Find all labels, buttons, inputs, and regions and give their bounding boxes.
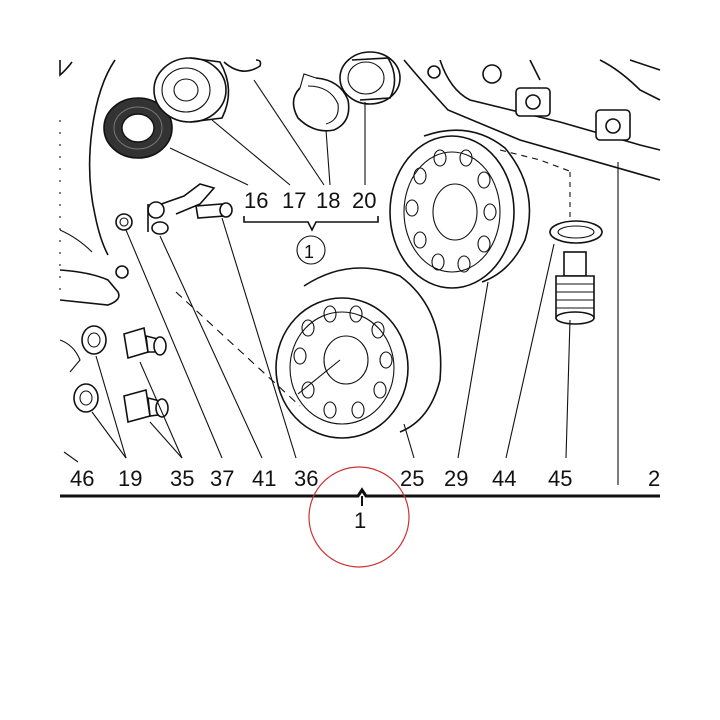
callout-2: 2 bbox=[648, 466, 660, 491]
callout-25: 25 bbox=[400, 466, 424, 491]
washer-19-lower bbox=[73, 383, 99, 413]
bracket-number: 1 bbox=[354, 508, 366, 533]
callout-45: 45 bbox=[548, 466, 572, 491]
callout-44: 44 bbox=[492, 466, 516, 491]
snap-ring bbox=[292, 73, 350, 132]
leaders-bottom bbox=[63, 217, 571, 463]
bearing-20 bbox=[339, 51, 401, 105]
bearing-small-top bbox=[153, 57, 230, 123]
drain-plug-45 bbox=[555, 172, 595, 325]
callout-17: 17 bbox=[282, 188, 306, 213]
washer-19-upper bbox=[81, 325, 107, 355]
callout-37: 37 bbox=[210, 466, 234, 491]
leaders-top bbox=[169, 79, 366, 186]
callout-29: 29 bbox=[444, 466, 468, 491]
callout-19: 19 bbox=[118, 466, 142, 491]
washer-44 bbox=[549, 220, 603, 244]
highlight-circle bbox=[308, 466, 410, 568]
housing-left bbox=[59, 59, 129, 373]
top-callout-group: 16 17 18 20 1 bbox=[243, 188, 379, 265]
bolt-36 bbox=[195, 202, 233, 219]
bottom-bracket: 1 bbox=[60, 487, 660, 533]
oil-seal bbox=[103, 97, 173, 159]
roller-bearing-29 bbox=[389, 129, 531, 289]
callout-20: 20 bbox=[352, 188, 376, 213]
small-ring-top bbox=[223, 59, 262, 72]
roller-bearing-25 bbox=[175, 267, 442, 439]
callout-35: 35 bbox=[170, 466, 194, 491]
callout-36: 36 bbox=[294, 466, 318, 491]
kit-circled-number: 1 bbox=[304, 242, 314, 262]
housing-right bbox=[403, 59, 661, 485]
callout-41: 41 bbox=[252, 466, 276, 491]
callout-18: 18 bbox=[316, 188, 340, 213]
callout-46: 46 bbox=[70, 466, 94, 491]
kit-circle bbox=[296, 235, 326, 265]
union-35-lower bbox=[123, 388, 169, 424]
washer-37 bbox=[115, 213, 133, 231]
callout-16: 16 bbox=[244, 188, 268, 213]
union-35-upper bbox=[123, 326, 167, 360]
bottom-callouts: 46 19 35 37 41 36 25 29 44 45 2 bbox=[70, 466, 660, 491]
top-brace bbox=[243, 216, 379, 232]
